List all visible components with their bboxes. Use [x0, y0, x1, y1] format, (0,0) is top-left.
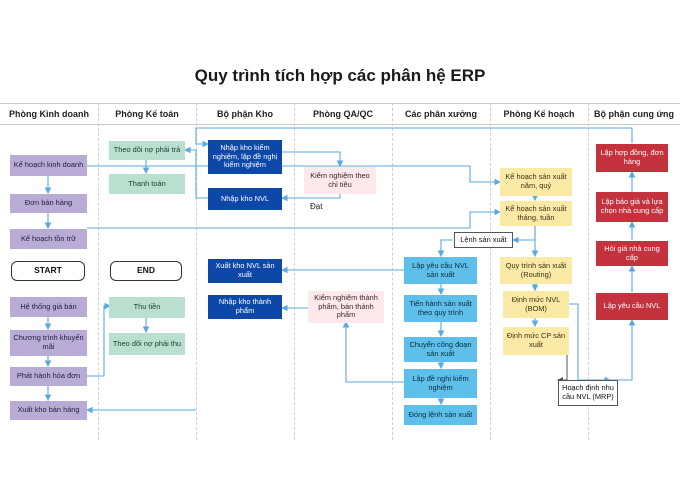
lane-header-warehouse: Bộ phận Kho [217, 109, 273, 119]
lane-divider [98, 103, 99, 440]
box-production-order: Lệnh sản xuất [454, 232, 513, 248]
box-sales-issue: Xuất kho bán hàng [10, 401, 87, 420]
lane-header-planning: Phòng Kế hoạch [503, 109, 575, 119]
arrow-plan-to-order [511, 226, 536, 244]
diagram-title: Quy trình tích hợp các phân hệ ERP [194, 66, 486, 85]
box-quotation: Lập báo giá và lựa chọn nhà cung cấp [596, 192, 668, 222]
box-inspection-request: Lập đề nghị kiểm nghiệm [404, 369, 477, 398]
box-finished-goods-receipt: Nhập kho thành phẩm [208, 295, 282, 319]
box-inspection-receipt: Nhập kho kiểm nghiệm, lập đề nghị kiểm n… [208, 140, 282, 174]
box-payment: Thanh toán [109, 174, 185, 194]
arrow-inspect-to-qa-fg [342, 320, 404, 383]
box-run-production: Tiến hành sản xuất theo quy trình [404, 295, 477, 322]
box-material-issue: Xuất kho NVL sản xuất [208, 259, 282, 283]
box-sales-order: Đơn bán hàng [10, 194, 87, 213]
box-monthly-plan: Kế hoạch sản xuất tháng, tuần [500, 201, 572, 226]
lane-header-supply: Bộ phận cung ứng [593, 109, 674, 119]
box-annual-plan: Kế hoạch sản xuất năm, quý [500, 168, 572, 196]
label-pass: Đạt [310, 202, 323, 211]
box-promotion-program: Chương trình khuyến mãi [10, 330, 87, 356]
lane-header-workshop: Các phân xưởng [405, 109, 477, 119]
box-routing: Quy trình sản xuất (Routing) [500, 257, 572, 284]
lane-header-accounting: Phòng Kế toán [115, 109, 179, 119]
box-receivable-tracking: Theo dõi nợ phải thu [109, 333, 185, 355]
box-collect-payment: Thu tiền [109, 297, 185, 318]
arrow-tontru-to-planning [87, 208, 502, 229]
arrow-invoice-to-collect [87, 302, 112, 377]
box-contract: Lập hợp đồng, đơn hàng [596, 144, 668, 172]
lane-divider [588, 103, 589, 440]
box-issue-invoice: Phát hành hóa đơn [10, 367, 87, 386]
box-sales-plan: Kế hoạch kinh doanh [10, 155, 87, 176]
lane-divider [294, 103, 295, 440]
arrow-nvl-to-payable [183, 146, 208, 199]
lane-header-qa: Phòng QA/QC [313, 109, 373, 119]
box-cost-norm: Định mức CP sản xuất [503, 327, 569, 355]
box-pricing-system: Hệ thống giá bán [10, 297, 87, 317]
box-supplier-price-inquiry: Hỏi giá nhà cung cấp [596, 241, 668, 266]
node-start: START [11, 261, 85, 281]
lane-divider [392, 103, 393, 440]
box-close-order: Đóng lệnh sản xuất [404, 405, 477, 425]
arrow-warehouse-to-qa [282, 151, 344, 168]
box-inventory-plan: Kế hoạch tồn trữ [10, 229, 87, 249]
box-finished-goods-inspection: Kiểm nghiệm thành phẩm, bán thành phẩm [308, 291, 384, 323]
lane-divider [490, 103, 491, 440]
box-mrp: Hoạch định nhu cầu NVL (MRP) [558, 380, 618, 406]
box-payable-tracking: Theo dõi nợ phải trả [109, 141, 185, 160]
box-material-request: Lập yêu cầu NVL sản xuất [404, 257, 477, 284]
arrow-order-to-request [437, 239, 453, 258]
lane-header-sales: Phòng Kinh doanh [9, 109, 89, 119]
arrow-mrp-to-supply [610, 318, 636, 381]
arrow-supply-to-warehouse [195, 127, 633, 148]
lane-header-row: Phòng Kinh doanh Phòng Kế toán Bộ phận K… [0, 103, 680, 125]
arrow-qa-to-nvl [280, 194, 341, 202]
box-material-receipt: Nhập kho NVL [208, 188, 282, 210]
lane-divider [196, 103, 197, 440]
box-supply-request: Lập yêu cầu NVL [596, 293, 668, 320]
node-end: END [110, 261, 182, 281]
box-criteria-inspection: Kiểm nghiệm theo chỉ tiêu [304, 167, 376, 194]
box-stage-transfer: Chuyển công đoạn sản xuất [404, 337, 477, 362]
box-bom: Định mức NVL (BOM) [503, 291, 569, 318]
